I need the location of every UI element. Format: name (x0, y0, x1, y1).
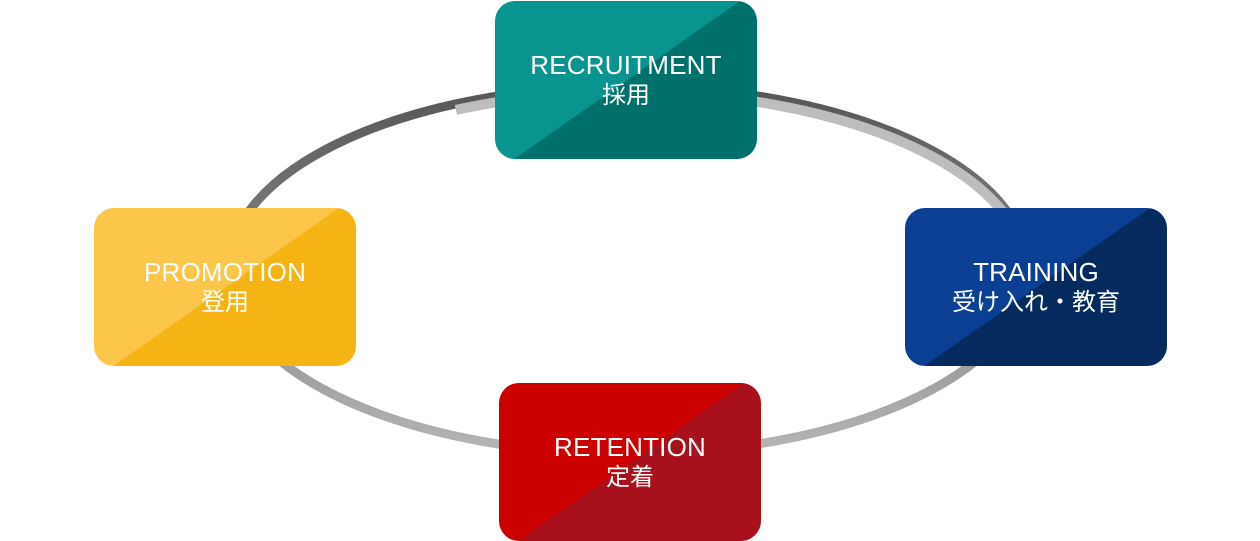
stage-card-training: TRAINING 受け入れ・教育 (905, 208, 1167, 366)
stage-title-en: TRAINING (973, 257, 1099, 287)
stage-title-jp: 受け入れ・教育 (952, 288, 1120, 316)
stage-card-retention: RETENTION 定着 (499, 383, 761, 541)
stage-title-en: PROMOTION (143, 257, 307, 287)
stage-card-recruitment: RECRUITMENT 採用 (495, 1, 757, 159)
stage-title-jp: 定着 (606, 463, 654, 491)
stage-title-en: RETENTION (553, 432, 707, 462)
stage-card-promotion: PROMOTION 登用 (94, 208, 356, 366)
stage-title-en: RECRUITMENT (530, 50, 722, 80)
stage-title-jp: 採用 (602, 81, 650, 109)
stage-title-jp: 登用 (201, 288, 249, 316)
